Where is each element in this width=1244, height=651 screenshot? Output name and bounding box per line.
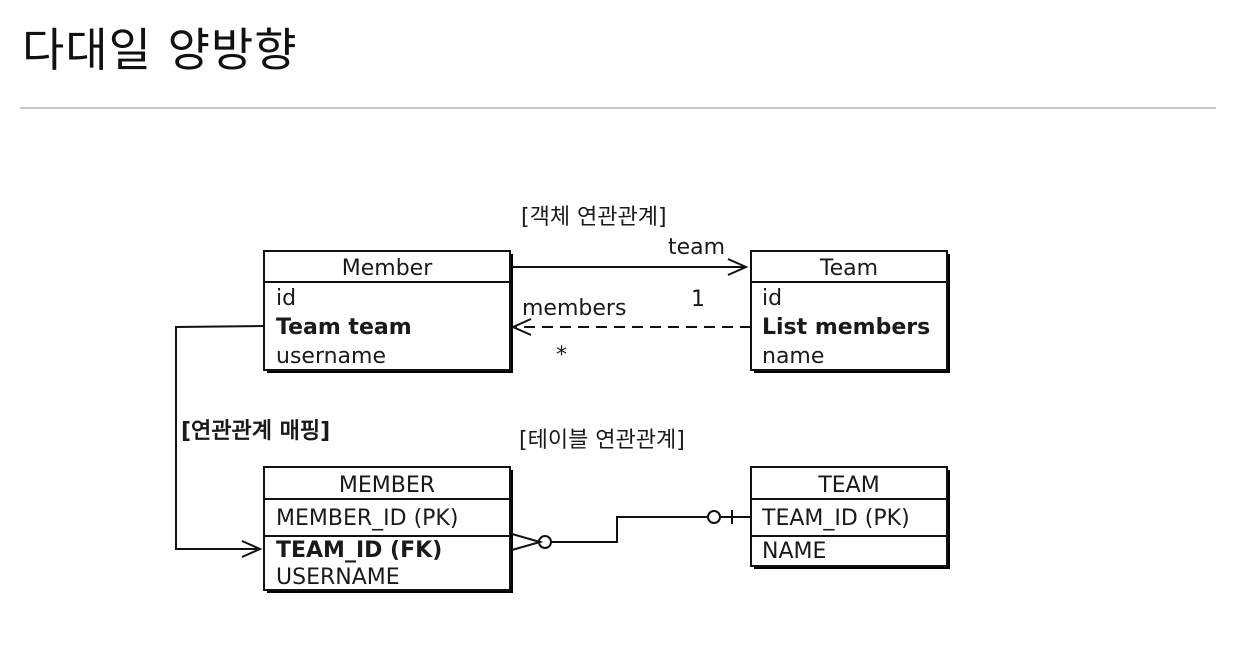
table-association-heading: [테이블 연관관계] bbox=[519, 428, 685, 453]
member-table-pk-column: MEMBER_ID (PK) bbox=[276, 506, 458, 531]
mapping-connector bbox=[175, 325, 265, 558]
team-table-pk-column: TEAM_ID (PK) bbox=[761, 506, 910, 531]
team-field-name: name bbox=[762, 344, 824, 369]
member-field-team: Team team bbox=[276, 315, 412, 340]
mapping-label: [연관관계 매핑] bbox=[181, 419, 330, 444]
multiplicity-many: * bbox=[556, 343, 567, 368]
member-class-name: Member bbox=[342, 256, 433, 281]
team-field-members: List members bbox=[762, 315, 930, 340]
page-title: 다대일 양방향 bbox=[22, 23, 298, 77]
team-table-name: TEAM bbox=[817, 473, 879, 498]
team-class-box: Team id List members name bbox=[750, 250, 950, 373]
member-class-box: Member id Team team username bbox=[263, 250, 513, 373]
member-field-username: username bbox=[276, 344, 386, 369]
member-table-box: MEMBER MEMBER_ID (PK) TEAM_ID (FK) USERN… bbox=[263, 466, 513, 593]
team-field-id: id bbox=[762, 286, 782, 311]
team-class-name: Team bbox=[819, 256, 878, 281]
team-table-box: TEAM TEAM_ID (PK) NAME bbox=[750, 466, 950, 569]
members-reference-label: members bbox=[522, 296, 626, 321]
team-reference-label: team bbox=[668, 235, 725, 260]
table-relationship-line bbox=[511, 510, 751, 551]
member-table-name: MEMBER bbox=[339, 473, 435, 498]
object-association-heading: [객체 연관관계] bbox=[521, 205, 667, 230]
members-reference-arrow bbox=[510, 318, 751, 336]
member-table-fk-column: TEAM_ID (FK) bbox=[276, 538, 442, 563]
multiplicity-one: 1 bbox=[691, 287, 705, 312]
member-field-id: id bbox=[276, 286, 296, 311]
member-table-username-column: USERNAME bbox=[276, 565, 400, 590]
team-table-name-column: NAME bbox=[762, 539, 826, 564]
title-divider bbox=[20, 107, 1216, 109]
team-reference-arrow bbox=[510, 258, 749, 276]
